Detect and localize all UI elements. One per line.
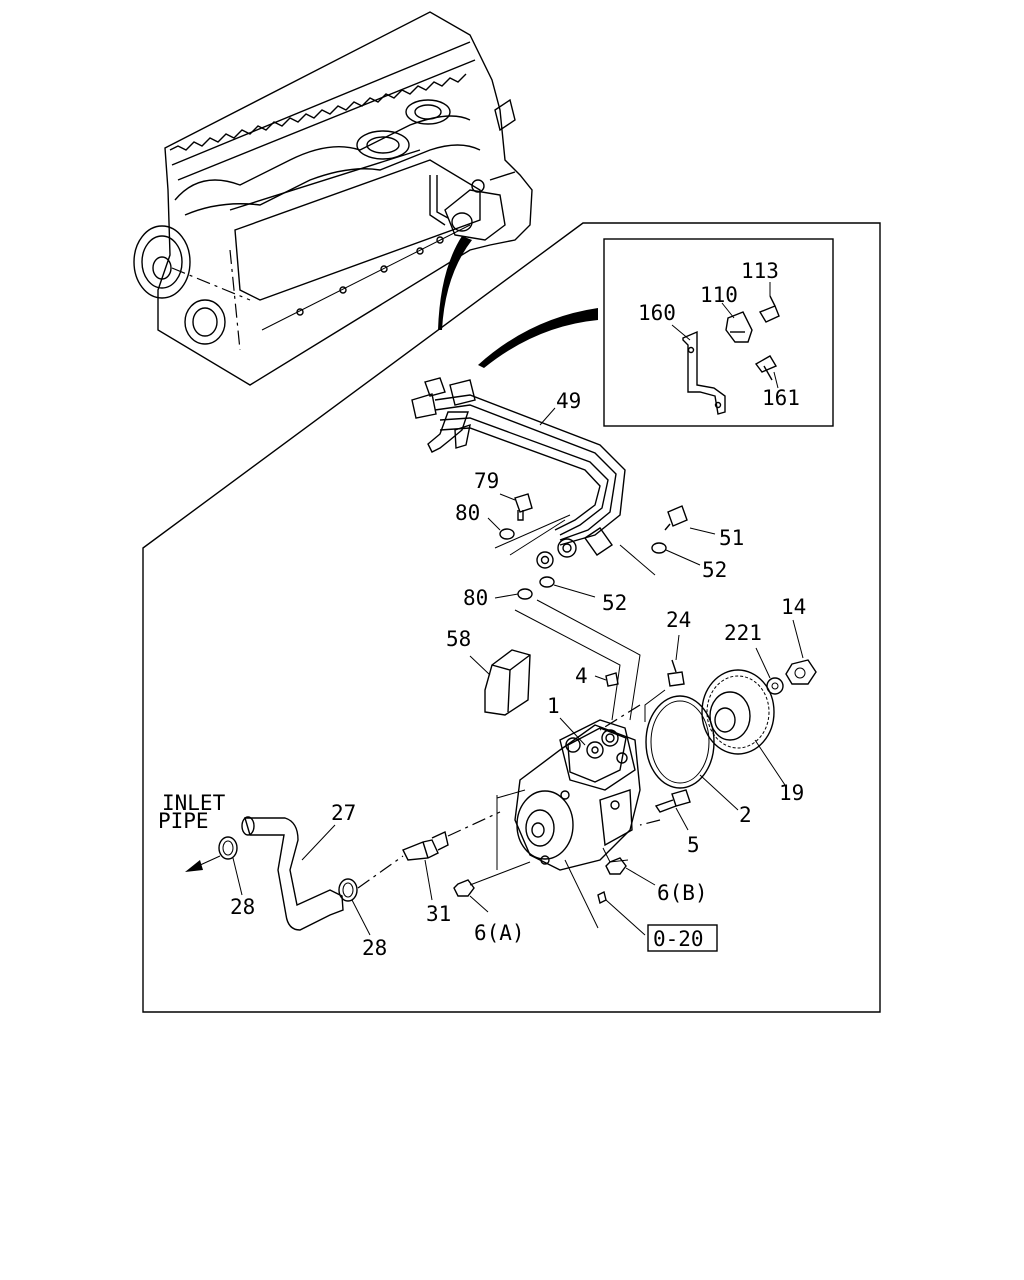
washer-80a — [499, 528, 515, 540]
callout-110: 110 — [700, 283, 738, 307]
callout-6a: 6(A) — [474, 921, 525, 945]
engine-block-illustration — [133, 11, 533, 386]
bolt-4 — [605, 672, 619, 687]
callout-58: 58 — [446, 627, 471, 651]
gear-19 — [701, 669, 775, 755]
callout-2: 2 — [739, 803, 752, 827]
bolt-5 — [654, 789, 691, 813]
callout-27: 27 — [331, 801, 356, 825]
nut-14 — [785, 659, 817, 685]
callout-31: 31 — [426, 902, 451, 926]
bolt-51 — [664, 505, 688, 531]
clip-110 — [725, 311, 753, 343]
bolt-113 — [758, 295, 780, 323]
callout-51: 51 — [719, 526, 744, 550]
callout-28a: 28 — [230, 895, 255, 919]
hose-27 — [241, 816, 344, 931]
callout-80b: 80 — [463, 586, 488, 610]
inset-box — [603, 238, 834, 427]
callout-52b: 52 — [602, 591, 627, 615]
bracket-160 — [682, 330, 726, 415]
o-ring-2 — [645, 695, 715, 789]
callout-0-20: 0-20 — [653, 927, 704, 951]
callout-28b: 28 — [362, 936, 387, 960]
fitting-31 — [402, 831, 449, 861]
callout-161: 161 — [762, 386, 800, 410]
callout-79: 79 — [474, 469, 499, 493]
callout-19: 19 — [779, 781, 804, 805]
inlet-arrow — [197, 855, 221, 867]
pin-0-20 — [597, 890, 607, 905]
inlet-pipe-label-line1: INLET — [162, 791, 226, 815]
bolt-161 — [754, 355, 778, 381]
callout-160: 160 — [638, 301, 676, 325]
washer-80b — [517, 588, 533, 600]
callout-6b: 6(B) — [657, 881, 708, 905]
pointer-arrow-engine — [438, 236, 472, 330]
callout-80a: 80 — [455, 501, 480, 525]
nut-6a — [453, 879, 475, 897]
callout-221: 221 — [724, 621, 762, 645]
detail-frame — [142, 222, 881, 1013]
callout-49: 49 — [556, 389, 581, 413]
bracket-58 — [484, 649, 531, 716]
callout-52a: 52 — [702, 558, 727, 582]
callout-4: 4 — [575, 664, 588, 688]
bolt-79 — [514, 493, 533, 521]
callout-14: 14 — [781, 595, 806, 619]
inlet-pipe-label-line2: PIPE — [158, 809, 209, 833]
reference-box-0-20 — [647, 924, 718, 952]
clamp-28a — [218, 836, 238, 860]
callout-113: 113 — [741, 259, 779, 283]
callout-5: 5 — [687, 833, 700, 857]
injection-pump-1 — [514, 719, 641, 871]
pointer-arrow-detail — [478, 308, 598, 368]
washer-52b — [539, 576, 555, 588]
callout-1: 1 — [547, 694, 560, 718]
bolt-24 — [667, 659, 685, 687]
clamp-28b — [338, 878, 358, 902]
nut-6b — [605, 857, 627, 875]
callout-24: 24 — [666, 608, 691, 632]
fuel-pipe-assembly-49 — [411, 377, 626, 569]
washer-52a — [651, 542, 667, 554]
